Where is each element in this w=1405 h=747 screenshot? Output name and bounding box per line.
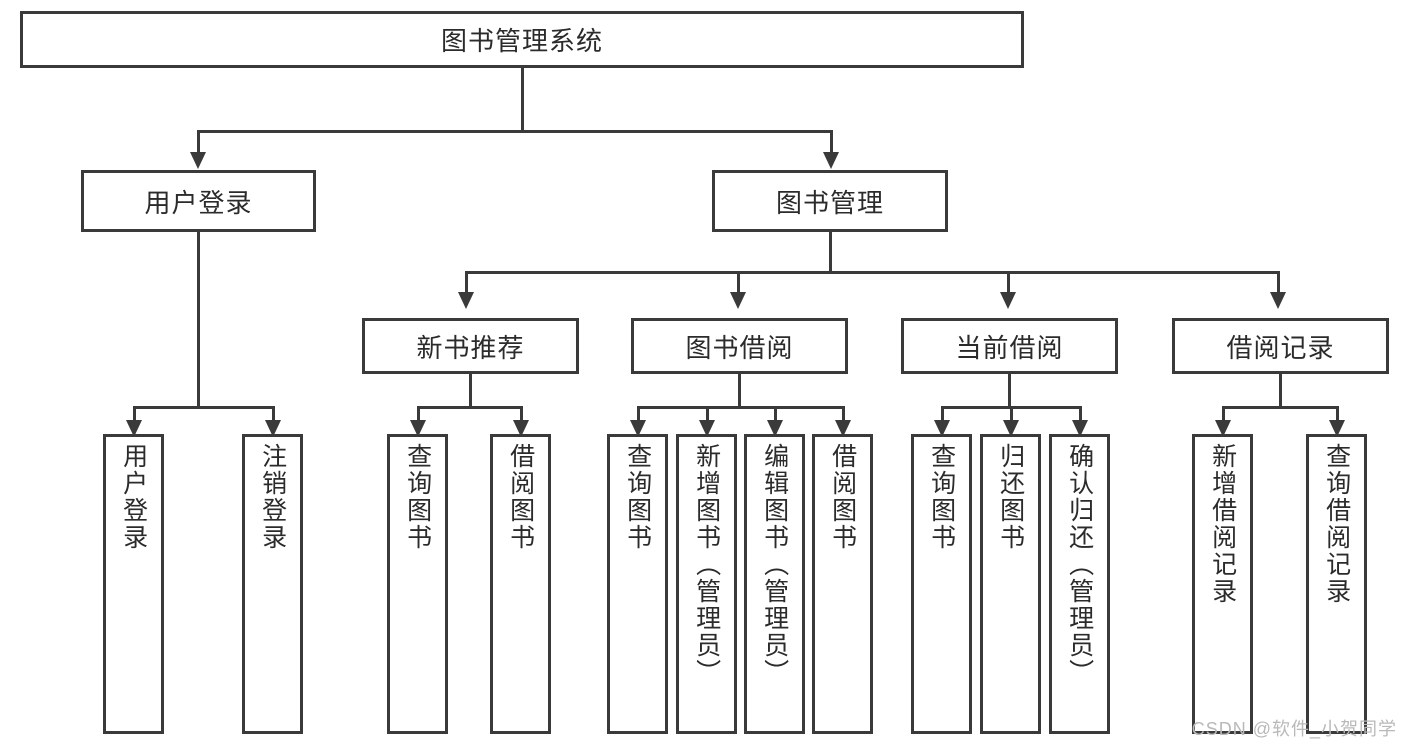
connector-current-borrow-drop-1 (941, 406, 944, 421)
leaf-return-book[interactable]: 归还图书 (980, 434, 1041, 734)
connector-root-drop-left (197, 130, 200, 153)
leaf-user-login[interactable]: 用户登录 (103, 434, 164, 734)
connector-book-management-stem (829, 232, 832, 272)
connector-current-borrow-drop-3 (1079, 406, 1082, 421)
node-new-book-recommend[interactable]: 新书推荐 (362, 318, 579, 374)
connector-current-borrow-stem (1008, 374, 1011, 407)
node-label: 借阅记录 (1226, 332, 1335, 363)
connector-level3-drop-1 (465, 271, 468, 293)
leaf-borrow-book[interactable]: 借阅图书 (812, 434, 873, 734)
arrowhead-leaf-borrow-book-2 (835, 420, 851, 437)
arrowhead-to-user-login (190, 152, 206, 169)
leaf-borrow-book-recommend[interactable]: 借阅图书 (490, 434, 551, 734)
arrowhead-leaf-query-record (1329, 420, 1345, 437)
leaf-label: 用户登录 (119, 443, 148, 551)
node-label: 图书管理系统 (440, 26, 603, 56)
leaf-edit-book[interactable]: 编辑图书（管理员） (744, 434, 805, 734)
leaf-label: 确认归还（管理员） (1065, 443, 1094, 686)
arrowhead-to-book-management (823, 152, 839, 169)
arrowhead-leaf-logout-login (265, 420, 281, 437)
csdn-watermark: CSDN @软件_小贺同学 (1191, 719, 1397, 739)
connector-user-login-drop-1 (133, 406, 136, 421)
leaf-query-book-recommend[interactable]: 查询图书 (387, 434, 448, 734)
arrowhead-to-book-borrow (730, 292, 746, 309)
node-label: 图书借阅 (685, 332, 794, 363)
connector-book-borrow-bus (637, 406, 845, 409)
node-book-management[interactable]: 图书管理 (712, 170, 948, 232)
connector-book-borrow-drop-4 (842, 406, 845, 421)
leaf-label: 借阅图书 (828, 443, 857, 551)
node-book-borrow[interactable]: 图书借阅 (631, 318, 848, 374)
leaf-label: 新增借阅记录 (1208, 443, 1237, 605)
arrowhead-leaf-user-login (126, 420, 142, 437)
connector-new-book-bus (417, 406, 523, 409)
connector-book-borrow-drop-2 (706, 406, 709, 421)
leaf-add-borrow-record[interactable]: 新增借阅记录 (1192, 434, 1253, 734)
node-label: 当前借阅 (955, 332, 1064, 363)
connector-new-book-drop-2 (520, 406, 523, 421)
arrowhead-leaf-borrow-book-1 (513, 420, 529, 437)
connector-borrow-record-stem (1279, 374, 1282, 407)
connector-borrow-record-drop-1 (1222, 406, 1225, 421)
arrowhead-to-borrow-record (1270, 292, 1286, 309)
connector-new-book-stem (469, 374, 472, 407)
node-borrow-record[interactable]: 借阅记录 (1172, 318, 1389, 374)
arrowhead-to-current-borrow (1000, 292, 1016, 309)
leaf-label: 新增图书（管理员） (692, 443, 721, 686)
leaf-label: 借阅图书 (506, 443, 535, 551)
connector-book-borrow-drop-1 (637, 406, 640, 421)
leaf-label: 归还图书 (996, 443, 1025, 551)
arrowhead-leaf-add-book (699, 420, 715, 437)
leaf-confirm-return[interactable]: 确认归还（管理员） (1049, 434, 1110, 734)
node-label: 图书管理 (775, 187, 884, 218)
node-label: 新书推荐 (416, 332, 525, 363)
connector-level3-drop-2 (737, 271, 740, 293)
connector-user-login-drop-2 (272, 406, 275, 421)
arrowhead-leaf-confirm-return (1072, 420, 1088, 437)
leaf-label: 注销登录 (258, 443, 287, 551)
leaf-query-book-current[interactable]: 查询图书 (911, 434, 972, 734)
leaf-label: 查询图书 (623, 443, 652, 551)
leaf-label: 编辑图书（管理员） (760, 443, 789, 686)
node-label: 用户登录 (144, 187, 253, 218)
connector-level3-drop-4 (1277, 271, 1280, 293)
leaf-label: 查询图书 (927, 443, 956, 551)
leaf-query-borrow-record[interactable]: 查询借阅记录 (1306, 434, 1367, 734)
connector-new-book-drop-1 (417, 406, 420, 421)
connector-root-bus (197, 130, 833, 133)
connector-level3-drop-3 (1007, 271, 1010, 293)
leaf-label: 查询图书 (403, 443, 432, 551)
connector-borrow-record-drop-2 (1336, 406, 1339, 421)
connector-root-stem (521, 68, 524, 130)
leaf-logout-login[interactable]: 注销登录 (242, 434, 303, 734)
connector-level3-bus (465, 271, 1280, 274)
arrowhead-leaf-add-record (1215, 420, 1231, 437)
connector-book-borrow-stem (738, 374, 741, 407)
arrowhead-leaf-query-book-3 (934, 420, 950, 437)
arrowhead-leaf-edit-book (767, 420, 783, 437)
connector-current-borrow-drop-2 (1010, 406, 1013, 421)
arrowhead-leaf-return-book (1003, 420, 1019, 437)
arrowhead-leaf-query-book-2 (630, 420, 646, 437)
node-current-borrow[interactable]: 当前借阅 (901, 318, 1118, 374)
leaf-query-book-borrow[interactable]: 查询图书 (607, 434, 668, 734)
connector-book-borrow-drop-3 (774, 406, 777, 421)
node-system-root[interactable]: 图书管理系统 (20, 11, 1024, 68)
connector-user-login-bus (133, 406, 275, 409)
leaf-label: 查询借阅记录 (1322, 443, 1351, 605)
arrowhead-leaf-query-book-1 (410, 420, 426, 437)
connector-user-login-stem (197, 232, 200, 407)
arrowhead-to-new-book-recommend (458, 292, 474, 309)
connector-root-drop-right (830, 130, 833, 153)
node-user-login[interactable]: 用户登录 (81, 170, 316, 232)
connector-borrow-record-bus (1222, 406, 1339, 409)
leaf-add-book[interactable]: 新增图书（管理员） (676, 434, 737, 734)
